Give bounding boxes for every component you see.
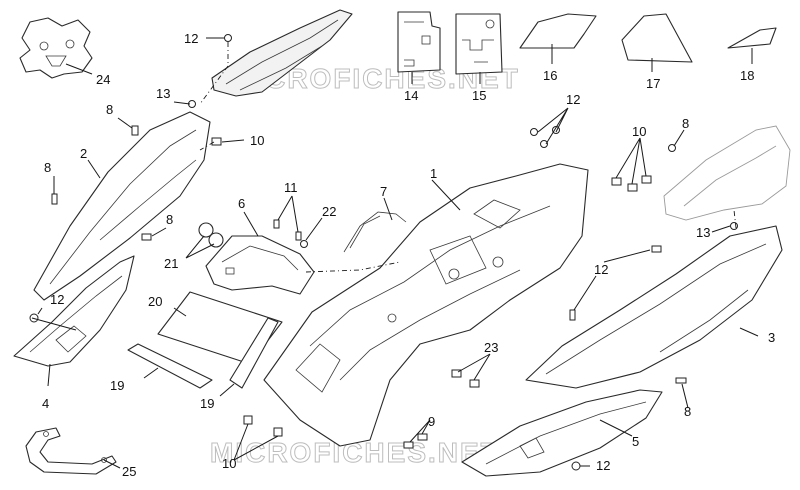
callout-19: 19	[200, 396, 214, 411]
screw-8-lower-right	[675, 377, 687, 384]
part-17-sticker	[621, 13, 693, 63]
callout-23: 23	[484, 340, 498, 355]
clip-10-center-c	[641, 175, 652, 184]
assembly-lines	[199, 42, 737, 273]
clip-10-bottom-a	[243, 415, 253, 425]
leader-lines	[31, 37, 759, 469]
screw-12-right	[668, 144, 676, 152]
callout-15: 15	[472, 88, 486, 103]
callout-6: 6	[238, 196, 245, 211]
clip-23-a	[451, 369, 462, 378]
part-15-gasket	[455, 13, 503, 75]
part-14-gasket	[397, 11, 441, 73]
callout-19: 19	[110, 378, 124, 393]
screw-8-left	[51, 193, 58, 205]
callout-1: 1	[430, 166, 437, 181]
callout-10: 10	[222, 456, 236, 471]
part-21-rubber-pads	[198, 222, 224, 248]
callout-20: 20	[148, 294, 162, 309]
screw-12-left	[29, 313, 39, 323]
screw-8-mid-left	[141, 233, 152, 241]
tail-cowl-upper	[211, 9, 353, 97]
callout-11: 11	[284, 180, 298, 195]
part-7-cable	[343, 211, 407, 253]
callout-8: 12	[594, 262, 608, 277]
part-6-battery-holder	[205, 235, 315, 295]
screw-8-upper-left	[131, 125, 139, 136]
tail-cowl-right-upper	[663, 125, 791, 221]
callout-14: 14	[404, 88, 418, 103]
part-5-lower-right-cover	[461, 389, 663, 477]
callout-8: 8	[684, 404, 691, 419]
part-2-left-side-panel	[33, 111, 211, 301]
part-24-bracket-plate	[19, 17, 93, 79]
clip-23-b	[469, 379, 480, 388]
callout-12: 12	[50, 292, 64, 307]
callout-4: 4	[42, 396, 49, 411]
clip-10-center-a	[611, 177, 622, 186]
washer-13-right	[730, 222, 738, 230]
callout-12: 8	[682, 116, 689, 131]
screw-9-a	[403, 441, 414, 449]
part-19-sheet-left	[127, 343, 213, 389]
part-16-sticker	[519, 13, 597, 49]
callout-18: 18	[740, 68, 754, 83]
screw-12-bottom	[571, 461, 581, 471]
screw-8-right-upper	[651, 245, 662, 253]
callout-5: 5	[632, 434, 639, 449]
screw-12-top	[224, 34, 232, 42]
callout-12: 12	[596, 458, 610, 473]
clip-10-center-b	[627, 183, 638, 192]
callout-21: 21	[164, 256, 178, 271]
callout-13: 13	[156, 86, 170, 101]
callout-8: 8	[166, 212, 173, 227]
part-4-lower-left-cover	[13, 255, 135, 367]
callout-25: 25	[122, 464, 136, 479]
part-3-right-side-panel	[525, 225, 783, 389]
clip-10-left	[211, 137, 222, 146]
callout-10: 10	[250, 133, 264, 148]
screw-22	[300, 240, 308, 248]
callout-16: 16	[543, 68, 557, 83]
callout-labels: 12 24 14 15 16 17 18 13 8 10 2 8 12 10 1…	[42, 31, 775, 479]
part-19-sheet-right	[229, 317, 279, 389]
part-25-strap	[25, 427, 117, 475]
part-18-sticker	[727, 27, 777, 49]
callout-8: 8	[106, 102, 113, 117]
callout-2: 2	[80, 146, 87, 161]
callout-8: 8	[44, 160, 51, 175]
clip-10-bottom-b	[273, 427, 283, 437]
callout-13: 13	[696, 225, 710, 240]
callout-7: 7	[380, 184, 387, 199]
screw-11-b	[295, 231, 302, 241]
screw-12-center-b	[540, 140, 548, 148]
callout-3: 3	[768, 330, 775, 345]
callout-12: 12	[184, 31, 198, 46]
screw-11-a	[273, 219, 280, 229]
callout-22: 22	[322, 204, 336, 219]
screw-9-b	[417, 433, 428, 441]
screw-8-right-lower	[569, 309, 576, 321]
callout-24: 24	[96, 72, 110, 87]
screw-12-center-a	[530, 128, 538, 136]
callout-10: 10	[632, 124, 646, 139]
callout-17: 17	[646, 76, 660, 91]
callout-9: 9	[428, 414, 435, 429]
part-1-rear-undertray	[263, 163, 589, 447]
callout-12: 12	[566, 92, 580, 107]
